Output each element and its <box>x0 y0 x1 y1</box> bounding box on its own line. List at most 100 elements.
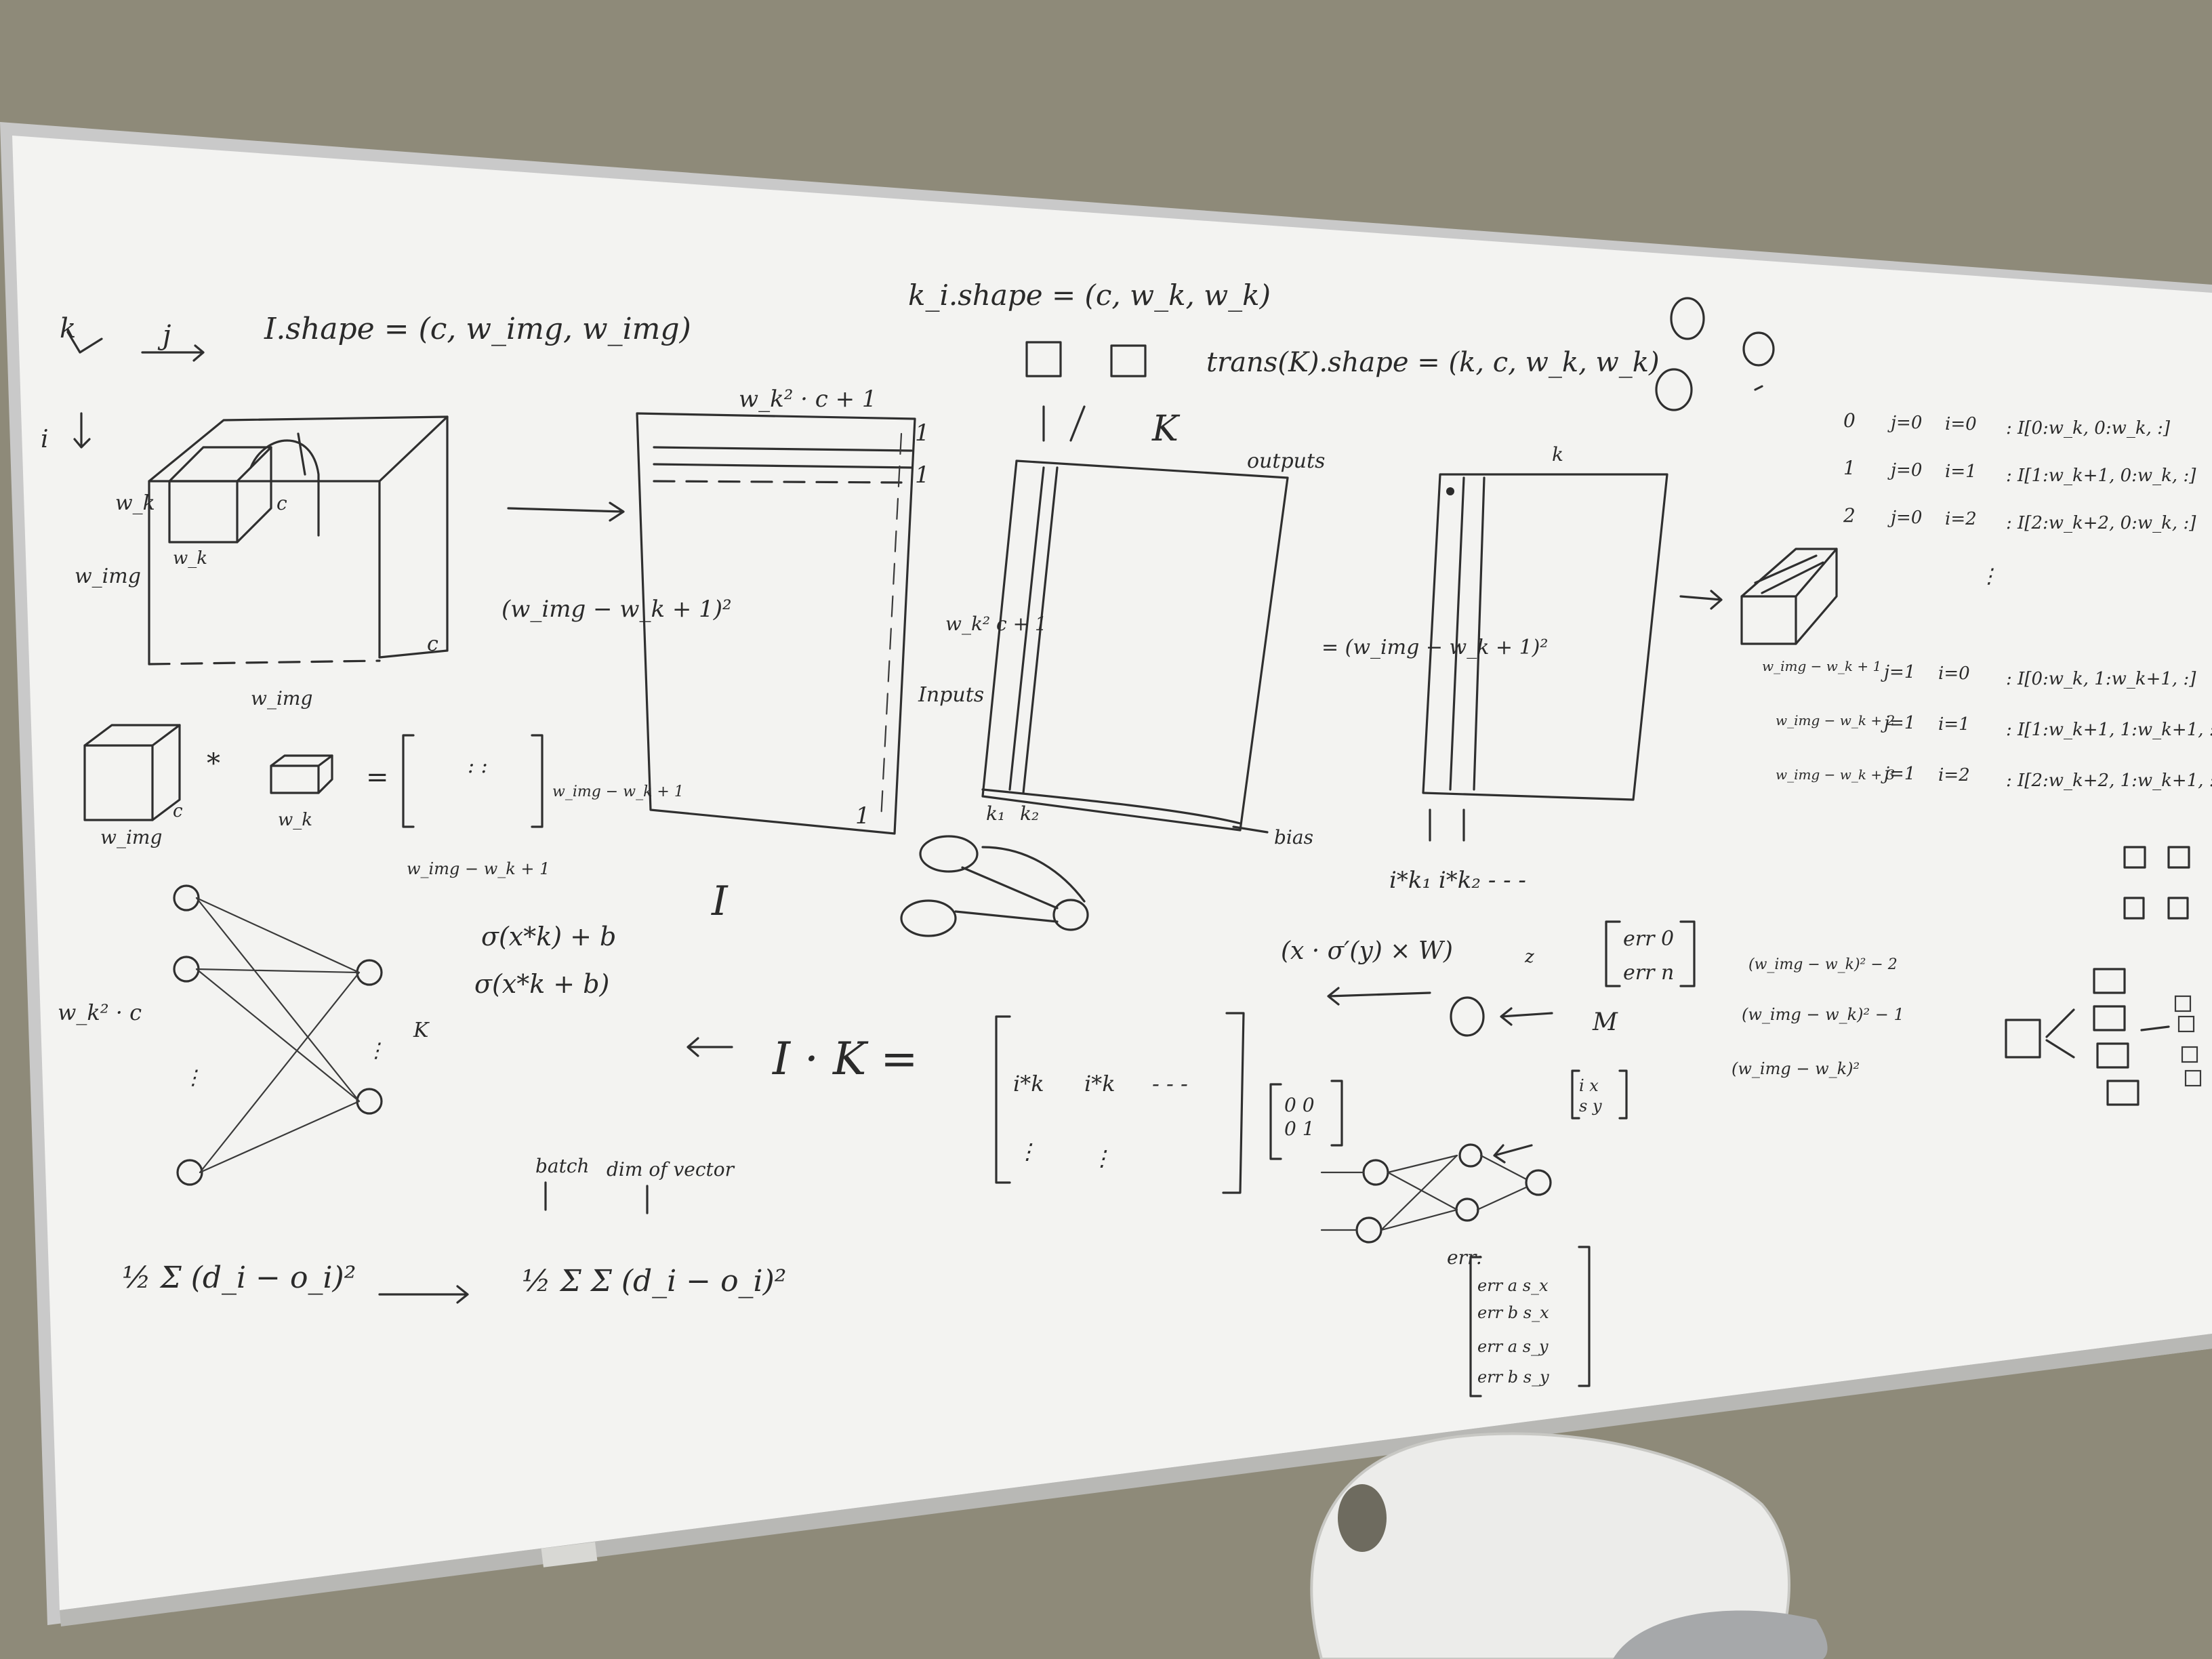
ik-col-dots: ⋮ <box>1017 1139 1038 1164</box>
conv-equation: w_img c * w_k = : : w_img − w_k + 1 w_im… <box>83 724 684 878</box>
index-row: w_img − w_k + 1 j=1 i=0 : I[0:w_k, 1:w_k… <box>1762 658 2196 689</box>
output-ik-label: i*k₁ i*k₂ - - - <box>1389 867 1526 894</box>
index-row: 1 j=0 i=1 : I[1:w_k+1, 0:w_k, :] <box>1843 457 2196 486</box>
matrix-k-rows-label: w_k² c + 1 <box>945 613 1047 635</box>
inputs-label: Inputs <box>918 683 984 707</box>
w-k-bottom-label: w_k <box>173 548 207 569</box>
svg-text:j=0: j=0 <box>1887 460 1922 480</box>
svg-text:w_img − w_k + 1: w_img − w_k + 1 <box>1762 658 1881 674</box>
chair-back <box>1310 1432 1790 1659</box>
expr-squared: (w_img − w_k)² <box>1732 1059 1860 1078</box>
matrix-i-cols-label: w_k² · c + 1 <box>739 386 877 413</box>
err-a-sx: err a s_x <box>1477 1276 1549 1295</box>
svg-text:1: 1 <box>1843 457 1856 479</box>
svg-text:j=1: j=1 <box>1881 713 1915 733</box>
matrix-entry: 0 0 <box>1284 1094 1315 1116</box>
nn-ellipsis: ⋮ <box>183 1066 203 1090</box>
svg-text:j=1: j=1 <box>1881 662 1915 682</box>
sigma-expression-2: σ(x*k + b) <box>474 969 609 999</box>
channel-label: c <box>427 632 438 656</box>
svg-text:i=2: i=2 <box>1938 765 1970 785</box>
crossing-network <box>1320 1143 1552 1244</box>
small-w-img-label: w_img <box>100 826 162 848</box>
chair-handle-hole <box>1338 1484 1387 1552</box>
arrow-left-grad <box>1327 987 1431 1006</box>
conv-rows-label: w_img − w_k + 1 <box>552 783 684 800</box>
svg-text:: I[2:w_k+2, 1:w_k+1, :]: : I[2:w_k+2, 1:w_k+1, :] <box>2006 771 2212 791</box>
marker-tray <box>60 1334 2212 1626</box>
bias-one-c: 1 <box>855 802 870 830</box>
w-img-left-label: w_img <box>75 565 141 588</box>
k1-label: k₁ <box>986 802 1005 825</box>
svg-text:0: 0 <box>1843 409 1856 432</box>
outputs-label: outputs <box>1247 449 1325 473</box>
z-label: z <box>1524 947 1534 967</box>
dim-vector-label: dim of vector <box>607 1158 735 1181</box>
neural-network-sketch: ⋮ ⋮ w_k² · c K <box>58 884 430 1186</box>
err-a-sy: err a s_y <box>1477 1337 1549 1356</box>
bias-one-b: 1 <box>915 462 930 489</box>
loss-single: ½ Σ (d_i − o_i)² <box>122 1261 356 1295</box>
small-weight-matrix: 0 0 0 1 <box>1269 1080 1343 1160</box>
matrix-i-label: I <box>711 878 729 925</box>
svg-text:j=0: j=0 <box>1887 413 1922 433</box>
w-k-label: w_k <box>115 491 155 515</box>
i-shape-note: I.shape = (c, w_img, w_img) <box>264 312 691 346</box>
neuron-circle <box>1450 996 1485 1037</box>
output-k-label: k <box>1552 443 1563 466</box>
err-b-sx: err b s_x <box>1477 1303 1549 1322</box>
index-row: w_img − w_k + 2 j=1 i=1 : I[1:w_k+1, 1:w… <box>1776 712 2212 740</box>
svg-text:i=1: i=1 <box>1938 714 1970 735</box>
ik-cell-2: i*k <box>1084 1071 1115 1097</box>
err-b-sy: err b s_y <box>1477 1368 1549 1387</box>
eraser <box>541 1542 598 1568</box>
nn-output-size-label: K <box>413 1019 430 1042</box>
w-img-bottom-label: w_img <box>251 687 312 710</box>
arrow-to-matrix-i <box>507 501 625 522</box>
axis-k-label: k <box>60 313 76 344</box>
output-matrix: k = (w_img − w_k + 1)² i*k₁ i*k₂ - - - <box>1322 443 1668 894</box>
svg-text:: I[0:w_k, 0:w_k, :]: : I[0:w_k, 0:w_k, :] <box>2006 418 2171 438</box>
error-vector: err 0 err n M i x s y <box>1571 920 1696 1120</box>
output-cube <box>1740 548 1838 645</box>
index-table: 0 j=0 i=0 : I[0:w_k, 0:w_k, :] 1 j=0 i=1… <box>1762 409 2212 791</box>
arrow-to-sigma <box>687 1037 733 1057</box>
svg-text:2: 2 <box>1843 504 1856 527</box>
vertical-ellipsis: ⋮ <box>1979 565 1999 588</box>
svg-text:j=0: j=0 <box>1887 508 1922 528</box>
ik-row-dots: - - - <box>1152 1071 1188 1097</box>
k-shape-note: k_i.shape = (c, w_k, w_k) <box>908 279 1271 312</box>
kernel-matrix-k: K outputs w_k² c + 1 Inputs bias k₁ k₂ <box>918 341 1325 848</box>
svg-text:: I[2:w_k+2, 0:w_k, :]: : I[2:w_k+2, 0:w_k, :] <box>2006 513 2196 533</box>
loss-functions: ½ Σ (d_i − o_i)² ½ Σ Σ (d_i − o_i)² batc… <box>122 1155 786 1304</box>
loss-batch: ½ Σ Σ (d_i − o_i)² <box>522 1264 786 1298</box>
im2col-matrix-i: w_k² · c + 1 (w_img − w_k + 1)² 1 1 1 I <box>501 386 930 925</box>
kernel-c-label: c <box>276 492 287 514</box>
svg-text:w_img − w_k + 2: w_img − w_k + 2 <box>1776 712 1895 729</box>
small-w-k-label: w_k <box>278 810 312 830</box>
svg-text:i=0: i=0 <box>1938 663 1970 684</box>
index-row: w_img − w_k + 3 j=1 i=2 : I[2:w_k+2, 1:w… <box>1776 764 2212 791</box>
equals-sign: = <box>366 762 389 793</box>
gradient-expression: (x · σ′(y) × W) <box>1281 937 1453 965</box>
m-label: M <box>1592 1008 1618 1036</box>
index-row: 0 j=0 i=0 : I[0:w_k, 0:w_k, :] <box>1843 409 2171 438</box>
output-rows-label: = (w_img − w_k + 1)² <box>1322 636 1548 659</box>
err-0-label: err 0 <box>1623 927 1674 951</box>
svg-text:: I[1:w_k+1, 1:w_k+1, :]: : I[1:w_k+1, 1:w_k+1, :] <box>2006 720 2212 740</box>
nn-ellipsis-right: ⋮ <box>366 1039 386 1063</box>
ik-equation: I · K = <box>772 1033 918 1085</box>
chair-arm <box>1613 1610 1828 1659</box>
ix-label: i x <box>1579 1076 1599 1095</box>
whiteboard-surface <box>12 136 2212 1610</box>
ik-cell-1: i*k <box>1013 1071 1044 1097</box>
bias-label: bias <box>1274 826 1313 848</box>
matrix-dots: : : <box>468 754 488 778</box>
expr-minus-1: (w_img − w_k)² − 1 <box>1742 1005 1904 1024</box>
bias-one-a: 1 <box>915 419 930 447</box>
nn-input-size-label: w_k² · c <box>58 1000 142 1025</box>
sigma-expression-1: σ(x*k) + b <box>481 922 616 951</box>
svg-text:: I[0:w_k, 1:w_k+1, :]: : I[0:w_k, 1:w_k+1, :] <box>2006 669 2196 689</box>
ik-col-dots-2: ⋮ <box>1091 1145 1113 1171</box>
